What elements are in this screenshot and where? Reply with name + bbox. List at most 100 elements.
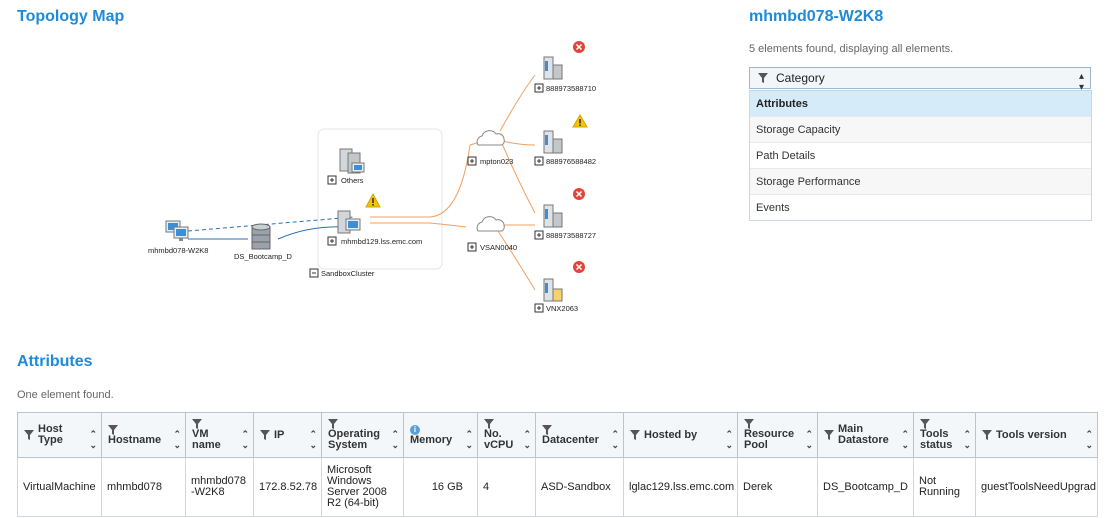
cluster-box [317,128,443,270]
sort-icon[interactable]: ⌃⌄ [89,429,97,450]
cell-resource-pool: Derek [737,457,818,517]
host-node[interactable]: mhmbd129.lss.emc.com [327,192,422,246]
expand-icon[interactable] [534,83,544,93]
info-icon[interactable]: i [410,424,420,435]
category-select[interactable]: Category ▴▾ [749,67,1091,93]
cloud-icon [476,216,505,232]
array4-node[interactable]: VNX2063 [534,261,585,313]
sort-icon[interactable]: ⌃⌄ [963,429,971,450]
sort-icon[interactable]: ⌃⌄ [241,429,249,450]
filter-icon[interactable] [744,419,754,429]
column-header-ip[interactable]: IP⌃⌄ [253,412,322,458]
others-label: Others [341,176,364,185]
filter-icon[interactable] [192,419,202,429]
category-item-path-details[interactable]: Path Details [750,142,1091,168]
sort-icon[interactable]: ⌃⌄ [309,429,317,450]
collapse-icon[interactable] [309,268,319,278]
array1-label: 888973588710 [546,84,596,93]
datastore-label: DS_Bootcamp_D [234,252,293,261]
cloud-icon [476,130,505,146]
sort-icon[interactable]: ⌃⌄ [173,429,181,450]
category-item-storage-performance[interactable]: Storage Performance [750,168,1091,194]
table-row[interactable]: VirtualMachine mhmbd078 mhmbd078 -W2K8 1… [17,457,1098,517]
storage-array-icon [543,130,563,154]
filter-icon[interactable] [260,430,270,440]
sort-icon[interactable]: ⌃⌄ [725,429,733,450]
server-icon [337,210,361,234]
storage-array-icon [543,56,563,80]
column-header-hosted-by[interactable]: Hosted by⌃⌄ [623,412,738,458]
cell-main-datastore: DS_Bootcamp_D [817,457,914,517]
array3-label: 888973588727 [546,231,596,240]
cluster-node[interactable]: SandboxCluster [309,268,375,278]
fabric2-label: VSAN0040 [480,243,517,252]
filter-icon[interactable] [108,424,118,435]
cell-tools-version: guestToolsNeedUpgrad [975,457,1098,517]
expand-icon[interactable] [534,303,544,313]
vm-monitor-icon [165,220,189,241]
expand-icon[interactable] [327,175,337,185]
expand-icon[interactable] [534,156,544,166]
category-item-attributes[interactable]: Attributes [750,90,1091,116]
datastore-node[interactable]: DS_Bootcamp_D [234,223,293,261]
link-fabric1-array2 [501,140,536,146]
fabric1-node[interactable]: mpton023 [467,130,513,166]
server-group-icon [339,148,365,174]
sort-icon[interactable]: ⌃⌄ [523,429,531,450]
cell-hosted-by: lglac129.lss.emc.com [623,457,738,517]
sort-icon[interactable]: ⌃⌄ [391,429,399,450]
expand-icon[interactable] [467,156,477,166]
sort-icon[interactable]: ⌃⌄ [805,429,813,450]
vm-label: mhmbd078-W2K8 [148,246,208,255]
cell-hostname: mhmbd078 [101,457,186,517]
filter-icon[interactable] [824,430,834,440]
category-list: Attributes Storage Capacity Path Details… [749,90,1092,221]
sort-icon[interactable]: ⌃⌄ [611,429,619,450]
expand-icon[interactable] [327,236,337,246]
cell-vcpu: 4 [477,457,536,517]
expand-icon[interactable] [534,230,544,240]
column-header-hostname[interactable]: Hostname⌃⌄ [101,412,186,458]
filter-icon[interactable] [484,419,494,429]
warning-icon [572,114,588,128]
sort-icon[interactable]: ⌃⌄ [465,429,473,450]
array2-node[interactable]: 888976588482 [534,114,596,166]
topology-map[interactable]: mhmbd078-W2K8 DS_Bootcamp_D Others [130,35,630,325]
others-node[interactable]: Others [327,148,365,185]
category-item-events[interactable]: Events [750,194,1091,220]
column-header-vcpu[interactable]: No.vCPU⌃⌄ [477,412,536,458]
filter-icon[interactable] [920,419,930,429]
array1-node[interactable]: 888973588710 [534,41,596,93]
fabric1-label: mpton023 [480,157,513,166]
cell-vm-name: mhmbd078 -W2K8 [185,457,254,517]
filter-icon[interactable] [328,419,338,429]
column-header-datacenter[interactable]: Datacenter⌃⌄ [535,412,624,458]
fabric2-node[interactable]: VSAN0040 [467,216,517,252]
filter-icon[interactable] [982,430,992,440]
database-icon [251,223,271,250]
vm-node[interactable]: mhmbd078-W2K8 [148,220,208,255]
category-item-storage-capacity[interactable]: Storage Capacity [750,116,1091,142]
column-header-tools-version[interactable]: Tools version⌃⌄ [975,412,1098,458]
filter-icon[interactable] [24,430,34,440]
error-icon [573,41,585,53]
host-label: mhmbd129.lss.emc.com [341,237,422,246]
panel-title: mhmbd078-W2K8 [749,8,884,25]
sort-icon[interactable]: ⌃⌄ [1085,429,1093,450]
filter-icon[interactable] [542,424,552,435]
sort-icon[interactable]: ⌃⌄ [901,429,909,450]
filter-icon[interactable] [630,430,640,440]
expand-icon[interactable] [467,242,477,252]
array3-node[interactable]: 888973588727 [534,188,596,240]
cluster-label: SandboxCluster [321,269,375,278]
cell-tools-status: Not Running [913,457,976,517]
